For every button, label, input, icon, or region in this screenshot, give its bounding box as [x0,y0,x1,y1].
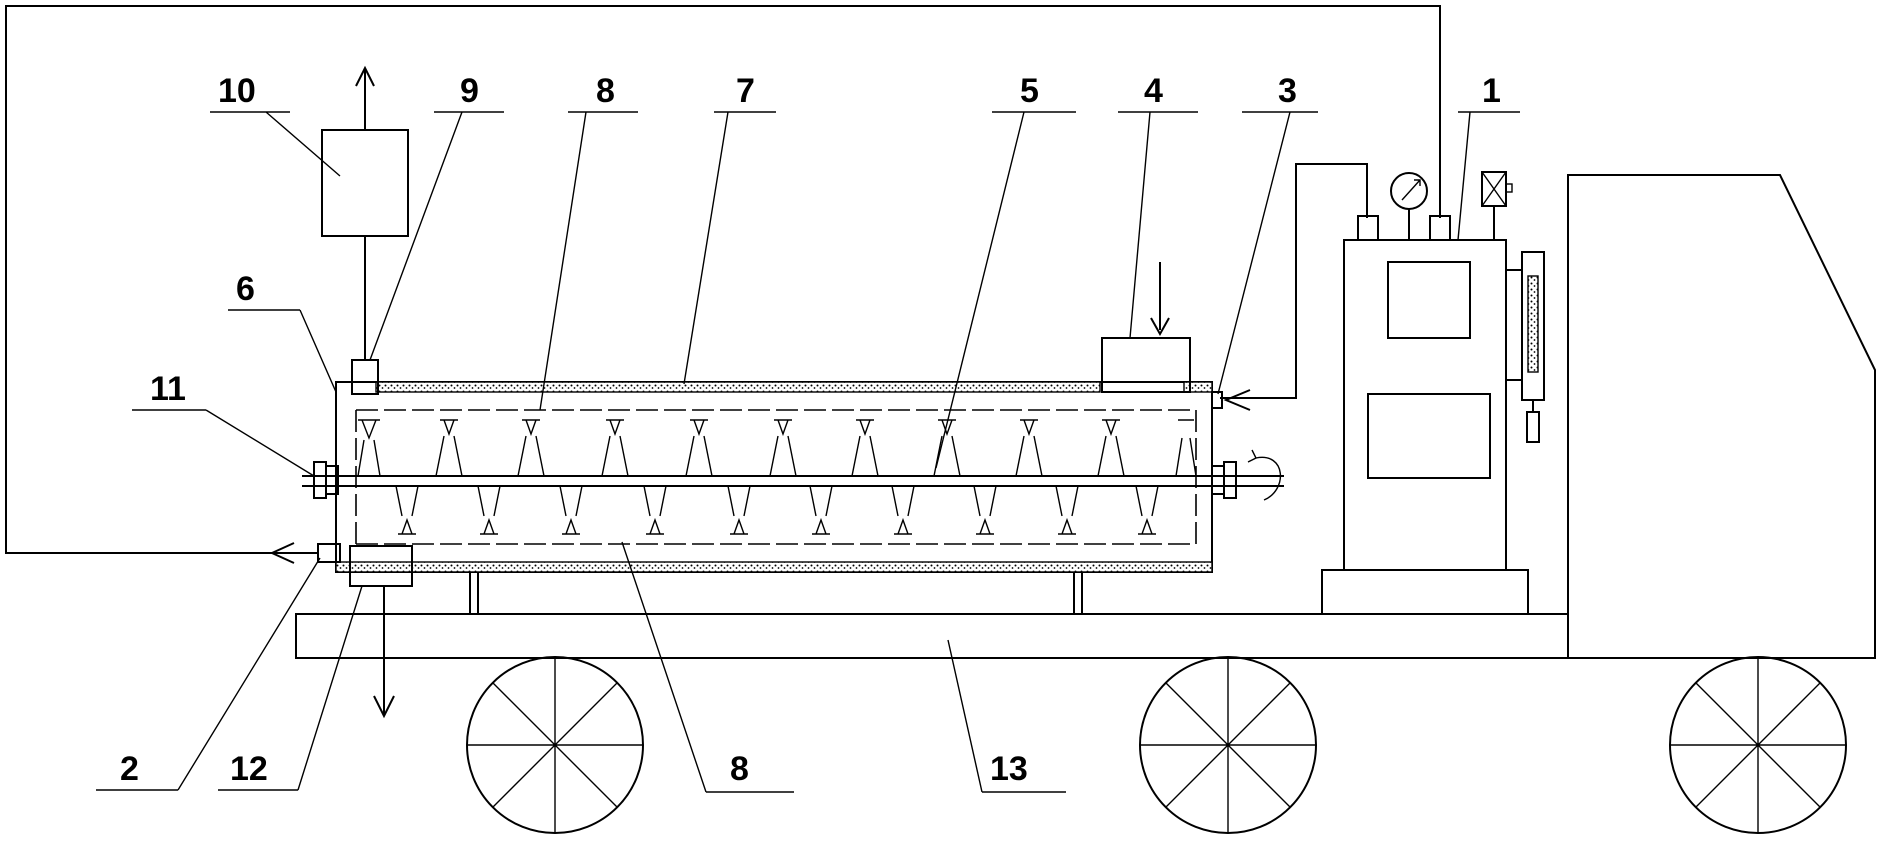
label-5: 5 [1020,72,1039,110]
feed-hopper [1101,262,1191,393]
label-9: 9 [460,72,479,110]
label-10: 10 [218,72,256,110]
boiler [1321,171,1545,615]
truck-cab [1567,174,1876,659]
support-left [469,571,479,615]
wheel-left [466,656,644,834]
label-8-top: 8 [596,72,615,110]
steam-inlet [1211,391,1223,409]
rotation-arrow-icon [1255,456,1281,501]
return-pipe [5,5,1441,554]
support-right [1073,571,1083,615]
steam-arrow [1223,389,1251,411]
label-2: 2 [120,750,139,788]
label-8-bottom: 8 [730,750,749,788]
steam-pipe [1220,163,1368,399]
discharge-outlet [349,545,413,719]
exhaust-system [321,65,409,395]
label-13: 13 [990,750,1028,788]
label-3: 3 [1278,72,1297,110]
label-7: 7 [736,72,755,110]
wheel-middle [1139,656,1317,834]
wheel-right [1669,656,1847,834]
chassis [295,613,1569,659]
label-12: 12 [230,750,268,788]
return-arrow [269,542,295,564]
label-4: 4 [1144,72,1163,110]
label-1: 1 [1482,72,1501,110]
paddles-lower [395,485,1159,535]
label-6: 6 [236,270,255,308]
leader-lines [96,111,1520,793]
rotating-shaft [302,449,1284,501]
label-11: 11 [150,370,186,408]
pressure-gauge-icon [1390,172,1428,210]
paddles-upper [357,419,1197,477]
condensate-outlet [317,543,341,563]
